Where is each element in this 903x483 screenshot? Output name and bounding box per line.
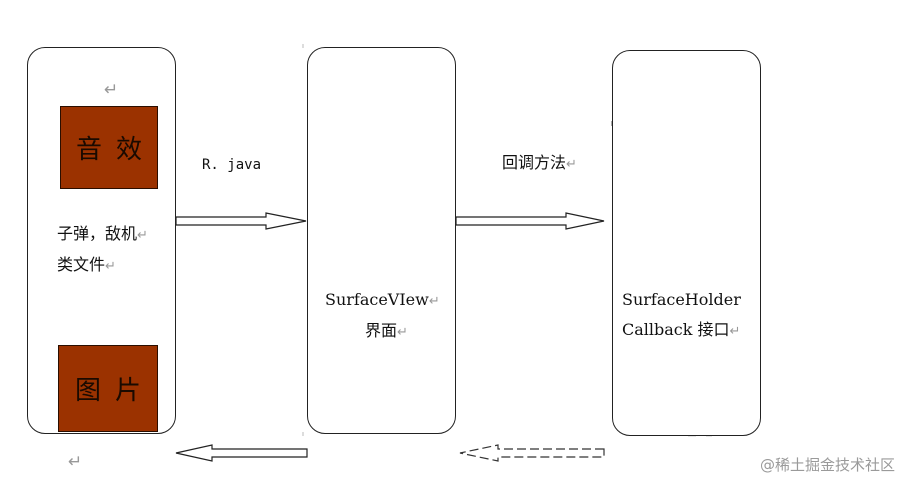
label-callback-method: 回调方法↵	[502, 153, 577, 172]
tile-images: 图片	[58, 345, 158, 432]
left-box-text-line1: 子弹，敌机↵	[57, 224, 148, 243]
arrow-left-to-middle	[175, 212, 307, 230]
middle-box-text-line1: SurfaceVIew↵	[325, 290, 440, 309]
left-box-text-line2: 类文件↵	[57, 255, 116, 274]
paragraph-mark-left-top: ↵	[104, 80, 119, 100]
arrow-right-to-middle-dashed	[459, 444, 605, 462]
paragraph-mark-left-bottom: ↵	[68, 452, 83, 472]
right-box-text-line1: SurfaceHolder	[622, 290, 741, 309]
label-r-java: R. java	[202, 157, 262, 173]
arrow-middle-to-left	[175, 444, 308, 462]
arrow-middle-to-right	[455, 212, 605, 230]
watermark: @稀土掘金技术社区	[759, 456, 895, 474]
middle-box-text-line2: 界面↵	[365, 321, 408, 340]
right-box-text-line2: Callback 接口↵	[622, 320, 741, 339]
tile-sound-effects: 音效	[60, 106, 158, 189]
right-box	[612, 50, 761, 436]
middle-box	[307, 47, 456, 434]
